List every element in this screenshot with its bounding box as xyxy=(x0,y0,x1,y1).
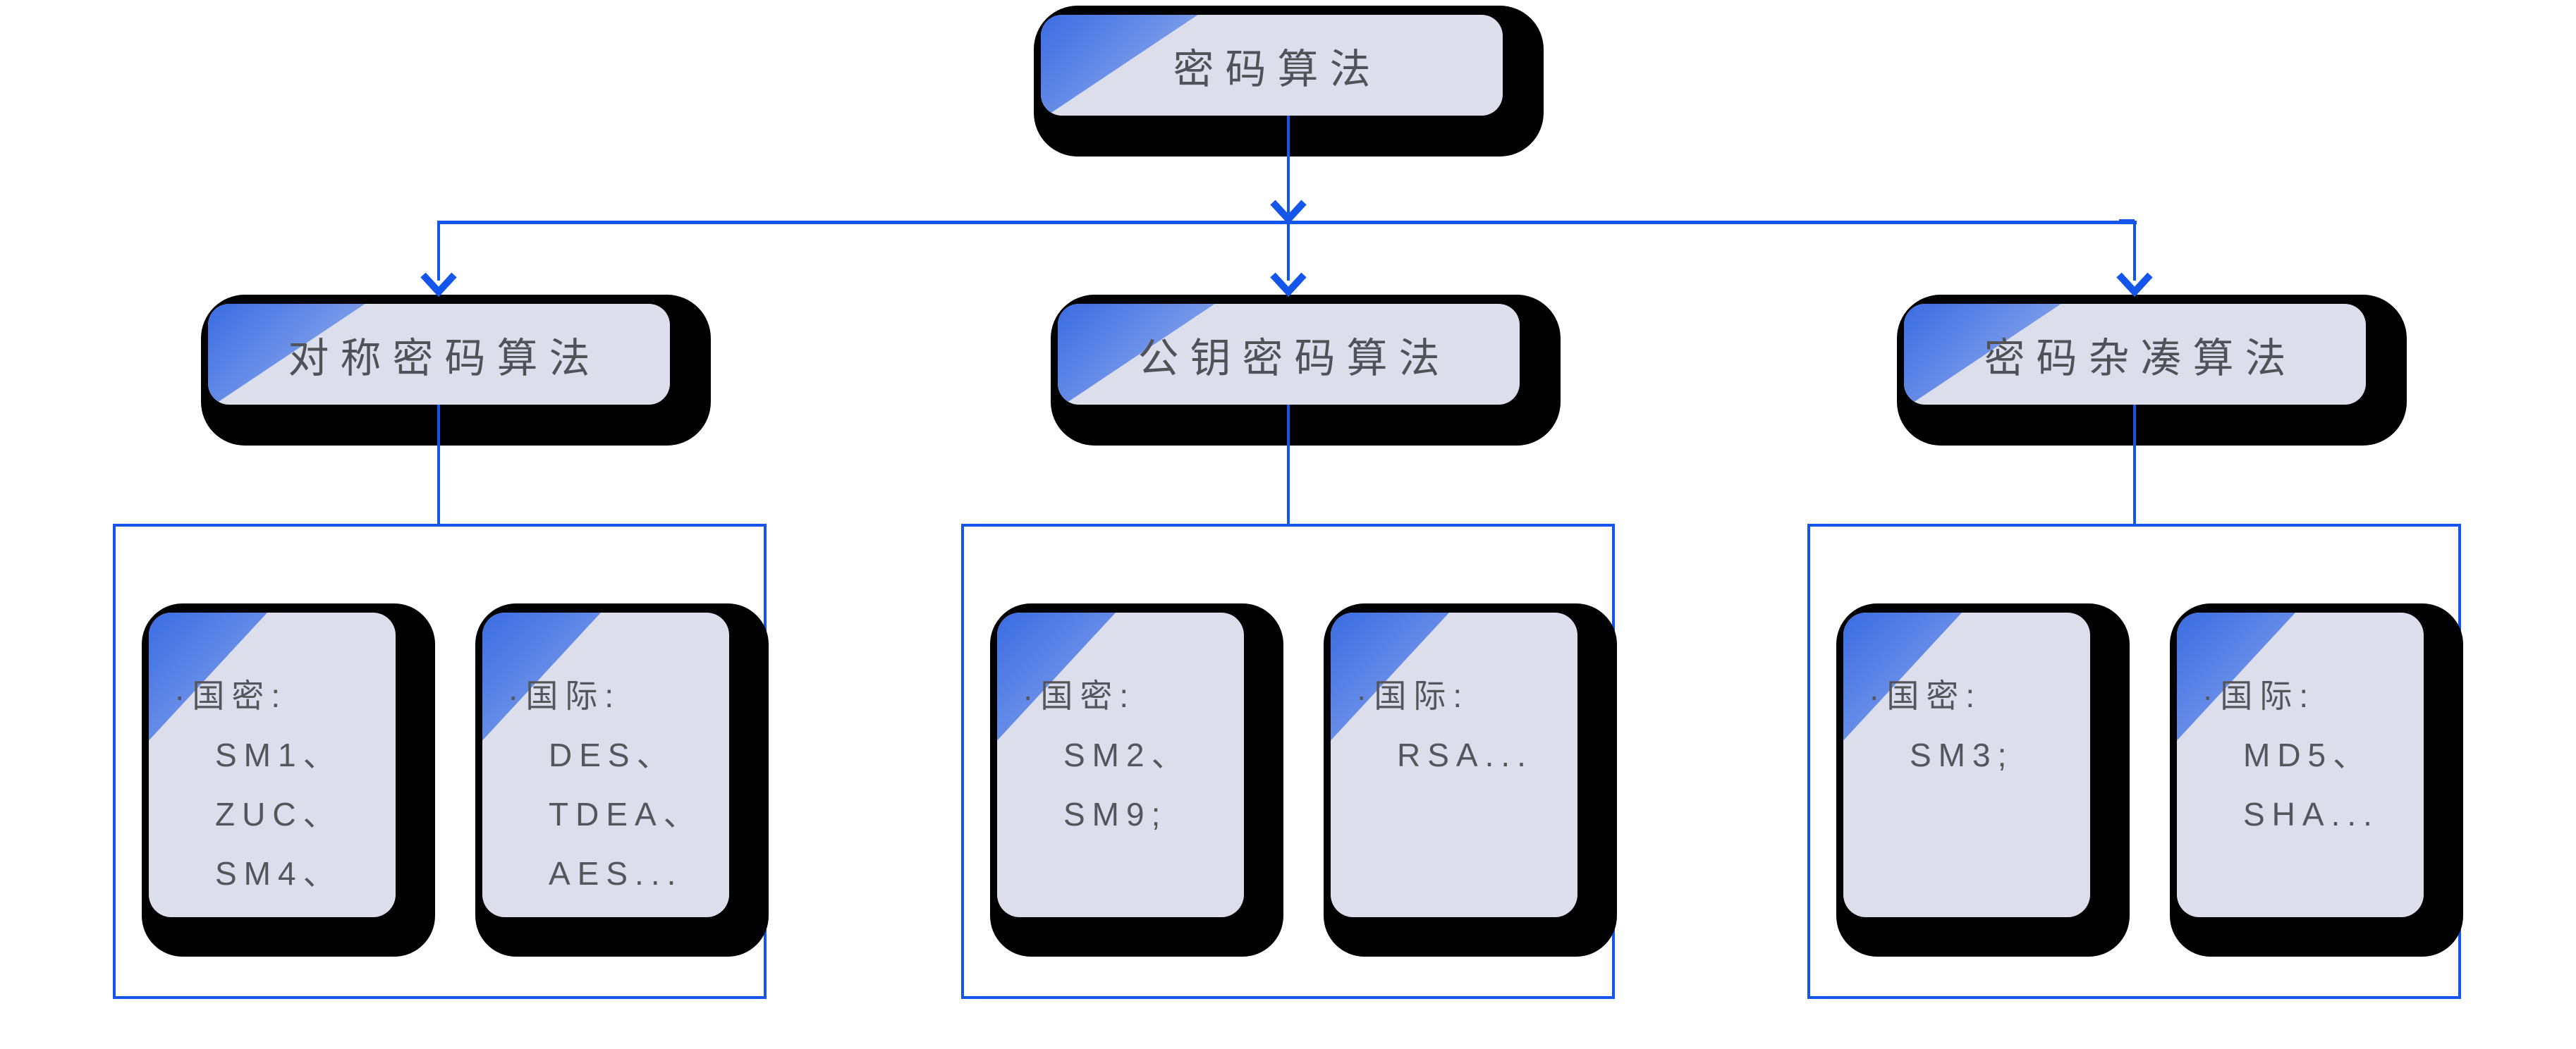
card-text: ·国密: SM2、 SM9; xyxy=(997,613,1244,844)
node-root: 密码算法 xyxy=(1034,6,1544,157)
card-title: ·国际: xyxy=(1356,677,1470,714)
card-text: ·国密: SM1、 ZUC、 SM4、 SM7; xyxy=(149,613,396,917)
node-face: 密码杂凑算法 xyxy=(1904,304,2366,405)
card-face: ·国际: DES、 TDEA、 AES... xyxy=(482,613,729,917)
card-item: SM3; xyxy=(1910,737,2014,773)
card-hash-intl: ·国际: MD5、 SHA... xyxy=(2170,603,2463,957)
group-hash: ·国密: SM3; ·国际: MD5、 SHA... xyxy=(1807,524,2463,999)
node-public-key-label: 公钥密码算法 xyxy=(1137,335,1451,381)
card-title: ·国密: xyxy=(1869,677,1982,714)
connector-branch-right xyxy=(2119,219,2136,281)
card-item: RSA... xyxy=(1397,737,1533,773)
card-item: SM9; xyxy=(1063,796,1168,833)
node-face: 对称密码算法 xyxy=(208,304,670,405)
card-item: SM1、 xyxy=(215,737,343,773)
arrow-down-icon xyxy=(2116,272,2153,297)
card-public-key-guomi: ·国密: SM2、 SM9; xyxy=(990,603,1283,957)
card-face: ·国密: SM2、 SM9; xyxy=(997,613,1244,917)
card-text: ·国际: DES、 TDEA、 AES... xyxy=(482,613,729,903)
card-public-key-intl: ·国际: RSA... xyxy=(1324,603,1617,957)
card-face: ·国密: SM3; xyxy=(1843,613,2090,917)
node-face: 公钥密码算法 xyxy=(1058,304,1520,405)
node-root-label: 密码算法 xyxy=(1173,46,1382,92)
card-text: ·国密: SM3; xyxy=(1843,613,2090,785)
node-hash-label: 密码杂凑算法 xyxy=(1984,335,2297,381)
card-item: SHA... xyxy=(2243,796,2379,833)
card-item: SM2、 xyxy=(1063,737,1191,773)
node-face: 密码算法 xyxy=(1041,15,1503,116)
card-item: MD5、 xyxy=(2243,737,2373,773)
card-face: ·国际: MD5、 SHA... xyxy=(2177,613,2424,917)
card-hash-guomi: ·国密: SM3; xyxy=(1836,603,2130,957)
card-title: ·国密: xyxy=(1023,677,1136,714)
arrow-down-icon xyxy=(420,272,457,297)
group-public-key: ·国密: SM2、 SM9; ·国际: RSA... xyxy=(961,524,1617,999)
card-text: ·国际: MD5、 SHA... xyxy=(2177,613,2424,844)
arrow-down-icon xyxy=(1270,272,1307,297)
arrow-down-icon xyxy=(1270,200,1307,225)
card-symmetric-intl: ·国际: DES、 TDEA、 AES... xyxy=(475,603,769,957)
card-item: TDEA、 xyxy=(549,796,703,833)
card-title: ·国密: xyxy=(174,677,288,714)
card-item: DES、 xyxy=(549,737,676,773)
card-title: ·国际: xyxy=(508,677,621,714)
node-hash: 密码杂凑算法 xyxy=(1897,295,2407,446)
card-face: ·国密: SM1、 ZUC、 SM4、 SM7; xyxy=(149,613,396,917)
card-face: ·国际: RSA... xyxy=(1331,613,1577,917)
card-item: AES... xyxy=(549,855,683,892)
node-symmetric-label: 对称密码算法 xyxy=(288,335,602,381)
card-symmetric-guomi: ·国密: SM1、 ZUC、 SM4、 SM7; xyxy=(142,603,435,957)
card-item: SM7; xyxy=(149,903,396,917)
card-item: ZUC、 xyxy=(215,796,343,833)
card-item: SM4、 xyxy=(215,855,343,892)
node-public-key: 公钥密码算法 xyxy=(1051,295,1561,446)
card-text: ·国际: RSA... xyxy=(1331,613,1577,785)
card-title: ·国际: xyxy=(2202,677,2316,714)
node-symmetric: 对称密码算法 xyxy=(201,295,711,446)
group-symmetric: ·国密: SM1、 ZUC、 SM4、 SM7; ·国际: DES、 TDEA、… xyxy=(113,524,769,999)
